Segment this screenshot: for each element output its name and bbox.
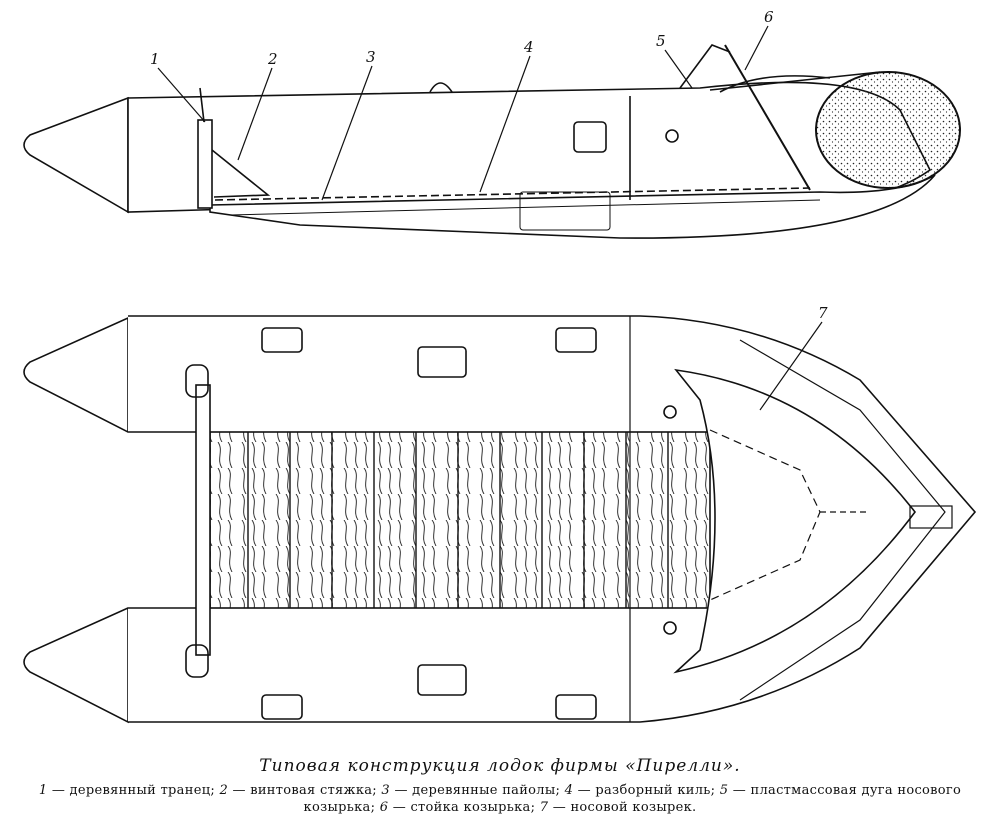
callout-labels: 1 2 3 4 5 6 7 bbox=[150, 8, 828, 322]
legend-num-2: 2 bbox=[219, 783, 229, 798]
boat-diagram: 1 2 3 4 5 6 7 bbox=[23, 8, 977, 724]
legend-text-2: — винтовая стяжка; bbox=[232, 783, 377, 798]
callout-2: 2 bbox=[267, 50, 278, 68]
transom-top bbox=[195, 384, 211, 656]
bow-canopy-top bbox=[673, 368, 917, 674]
callout-6: 6 bbox=[764, 8, 774, 26]
top-stern-cone-lower bbox=[23, 606, 129, 724]
floorboards bbox=[209, 431, 711, 609]
transom-side bbox=[197, 119, 213, 209]
plastic-arc bbox=[679, 44, 731, 89]
canopy-stand bbox=[724, 44, 811, 191]
legend-text-1: — деревянный транец; bbox=[51, 783, 216, 798]
callout-leaders bbox=[157, 25, 823, 411]
legend-num-4: 4 bbox=[564, 783, 574, 798]
top-stern-cone-upper bbox=[23, 316, 129, 434]
legend-text-5: — пластмассовая дуга носового козырька; bbox=[303, 783, 962, 815]
legend-text-6: — стойка козырька; bbox=[392, 800, 536, 815]
legend-num-3: 3 bbox=[381, 783, 390, 798]
legend-text-7: — носовой козырек. bbox=[552, 800, 697, 815]
side-stern-cone bbox=[23, 96, 129, 214]
side-view bbox=[23, 44, 961, 239]
legend-text-3: — деревянные пайолы; bbox=[394, 783, 561, 798]
callout-1: 1 bbox=[150, 50, 160, 68]
top-view bbox=[23, 315, 977, 724]
callout-3: 3 bbox=[366, 48, 376, 66]
figure-caption-title: Типовая конструкция лодок фирмы «Пирелли… bbox=[259, 756, 741, 776]
figure-caption-legend: 1 — деревянный транец; 2 — винтовая стяж… bbox=[0, 782, 1000, 816]
callout-4: 4 bbox=[523, 38, 534, 56]
legend-text-4: — разборный киль; bbox=[577, 783, 716, 798]
legend-num-7: 7 bbox=[539, 800, 549, 815]
bow-canopy-end bbox=[815, 71, 961, 189]
callout-7: 7 bbox=[818, 304, 828, 322]
floorboard-seams bbox=[247, 432, 669, 608]
legend-num-1: 1 bbox=[38, 783, 48, 798]
screw-tie-side bbox=[211, 149, 271, 198]
callout-5: 5 bbox=[656, 32, 666, 50]
legend-num-6: 6 bbox=[379, 800, 389, 815]
legend-num-5: 5 bbox=[719, 783, 729, 798]
